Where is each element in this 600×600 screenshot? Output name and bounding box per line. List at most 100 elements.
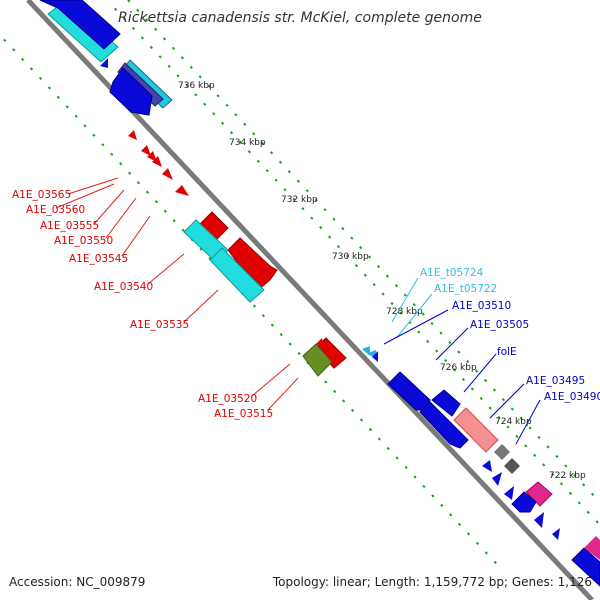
scale-dot	[559, 482, 564, 486]
map-title: Rickettsia canadensis str. McKiel, compl…	[0, 10, 600, 26]
scale-dot	[551, 472, 555, 476]
scale-dot	[426, 339, 430, 344]
gene-label: A1E_03535	[130, 319, 189, 331]
scale-dot	[3, 38, 7, 42]
scale-dot	[350, 236, 354, 240]
scale-dot	[314, 198, 318, 202]
scale-dot	[324, 380, 328, 384]
tick-label: 726 kbp	[440, 363, 477, 373]
scale-dot	[449, 513, 453, 517]
map-title-text: Rickettsia canadensis str. McKiel, compl…	[118, 10, 482, 26]
scale-dot	[288, 342, 292, 346]
scale-dot	[274, 178, 278, 182]
gene-label: A1E_03505	[470, 319, 529, 331]
scale-dot	[488, 406, 492, 410]
gene-label: A1E_03545	[69, 253, 128, 265]
feature-cds-forward	[175, 185, 189, 196]
scale-dot	[328, 235, 332, 239]
scale-dot	[458, 522, 462, 526]
leader-line	[383, 309, 449, 345]
scale-dot	[256, 159, 260, 163]
scale-dot	[252, 304, 257, 308]
feature-cds-reverse	[372, 351, 378, 362]
leader-line	[251, 363, 291, 397]
scale-dot	[323, 208, 327, 212]
scale-dot	[305, 189, 309, 193]
scale-dot	[225, 103, 229, 107]
features-trna	[362, 346, 378, 362]
scale-dot	[524, 444, 528, 448]
scale-dot	[265, 169, 269, 173]
scale-dot	[149, 45, 153, 49]
scale-dot	[56, 95, 60, 99]
scale-dot	[199, 247, 203, 251]
scale-dot	[533, 453, 537, 458]
scale-dot	[519, 416, 523, 421]
feature-cds-forward	[128, 130, 137, 140]
scale-dot	[145, 190, 150, 194]
leader-line	[105, 197, 137, 239]
scale-dot	[287, 170, 291, 174]
scale-dot	[537, 435, 541, 440]
scale-dot	[12, 48, 16, 52]
scale-dot	[216, 94, 220, 98]
scale-dot	[515, 434, 519, 439]
scale-dot	[145, 18, 149, 22]
scale-dot	[395, 456, 399, 460]
scale-dot	[443, 358, 448, 363]
leader-line	[463, 353, 497, 393]
scale-dot	[591, 492, 595, 496]
scale-dot	[457, 350, 461, 354]
scale-dot	[466, 359, 470, 364]
leader-line	[93, 189, 125, 225]
scale-dot	[176, 74, 180, 78]
scale-dot	[279, 332, 283, 337]
scale-dot	[229, 131, 234, 135]
feature-cds-reverse	[534, 512, 544, 528]
feature-cds-reverse	[431, 389, 461, 417]
accession-text: Accession: NC_009879	[9, 575, 146, 589]
scale-dot	[74, 114, 78, 118]
scale-dot	[359, 418, 364, 422]
scale-dot	[501, 397, 505, 402]
scale-dot	[301, 207, 305, 211]
scale-dot	[510, 407, 514, 411]
scale-dot	[341, 227, 345, 231]
scale-dot	[412, 302, 416, 307]
scale-dot	[399, 311, 403, 315]
scale-dot	[564, 464, 568, 468]
scale-dot	[310, 216, 314, 220]
scale-dot	[448, 340, 452, 345]
leader-line	[147, 253, 185, 285]
scale-dot	[475, 541, 480, 545]
leader-line	[183, 289, 219, 323]
scale-dot	[368, 427, 372, 432]
features-top	[39, 0, 173, 116]
scale-dot	[573, 473, 577, 478]
scale-dot	[484, 551, 488, 555]
gene-label: A1E_03565	[12, 189, 71, 201]
scale-dot	[435, 349, 439, 353]
gene-label: A1E_03555	[40, 220, 99, 232]
scale-dot	[21, 57, 25, 61]
scale-dot	[568, 491, 573, 495]
scale-dot	[363, 273, 367, 277]
scale-dot	[394, 284, 398, 288]
scale-dot	[483, 378, 488, 383]
scale-dot	[342, 399, 346, 403]
scale-dot	[377, 437, 381, 441]
scale-dot	[278, 160, 283, 164]
gene-label: A1E_03560	[26, 204, 85, 216]
scale-dot	[172, 219, 176, 223]
scale-dot	[162, 37, 167, 41]
scale-dot	[269, 151, 274, 155]
gene-label: A1E_03520	[198, 393, 257, 405]
tick-labels: 736 kbp 734 kbp 732 kbp 730 kbp 728 kbp …	[178, 81, 586, 481]
scale-dot	[122, 17, 127, 21]
scale-dot	[345, 254, 350, 258]
tick-label: 734 kbp	[229, 138, 266, 148]
gene-label: A1E_03540	[94, 281, 153, 293]
scale-dot	[430, 321, 434, 326]
